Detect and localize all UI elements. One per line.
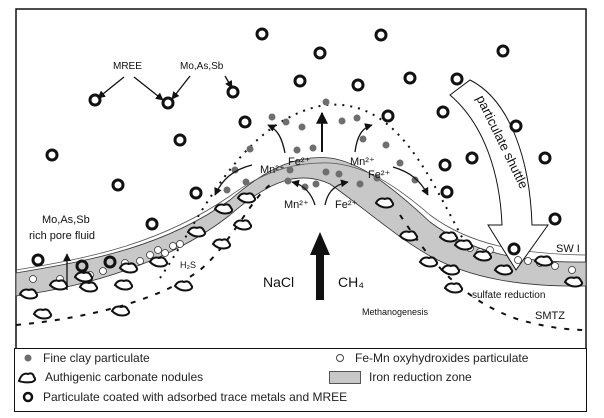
label-fe2-bottom: Fe²⁺ [335, 199, 358, 211]
iron-reduction-zone [15, 157, 587, 297]
legend-item-nodule: Authigenic carbonate nodules [17, 370, 203, 384]
label-mree: MREE [113, 61, 142, 72]
label-sulfate-reduction: sulfate reduction [472, 290, 545, 301]
nodule-icon [17, 372, 37, 384]
label-mn2-bottom: Mn²⁺ [284, 199, 309, 211]
label-swi: SW I [556, 243, 580, 255]
legend: Fine clay particulate Fe-Mn oxyhydroxide… [14, 348, 587, 412]
legend-item-clay: Fine clay particulate [21, 351, 150, 365]
legend-label: Authigenic carbonate nodules [45, 370, 204, 384]
fluid-flux-arrow [310, 232, 330, 300]
smtz-line [15, 184, 587, 331]
label-rich-pore-fluid: rich pore fluid [29, 230, 95, 242]
legend-label: Particulate coated with adsorbed trace m… [43, 390, 348, 404]
particulate-shuttle-arrow[interactable] [449, 79, 549, 271]
open-dot-icon [336, 354, 344, 362]
filled-dot-icon [24, 354, 32, 362]
label-mo-as-sb-top: Mo,As,Sb [180, 61, 224, 72]
trace-metal-particulates [31, 27, 562, 273]
diagram-border [15, 8, 587, 348]
label-methanogenesis: Methanogenesis [362, 307, 429, 317]
label-nacl: NaCl [263, 274, 294, 290]
flux-arrows [63, 75, 429, 290]
label-fe2-left: Fe²⁺ [288, 156, 311, 168]
label-h2s: H₂S [180, 260, 196, 270]
label-smtz: SMTZ [535, 310, 565, 322]
legend-item-oxyhydroxide: Fe-Mn oxyhydroxides particulate [333, 351, 528, 365]
carbonate-nodules [18, 192, 584, 320]
label-ch4: CH₄ [338, 274, 364, 290]
legend-label: Fe-Mn oxyhydroxides particulate [355, 351, 529, 365]
gray-box-icon [329, 370, 361, 384]
legend-item-iron-zone: Iron reduction zone [329, 370, 472, 384]
swi-line [15, 162, 587, 271]
bold-ring-icon [22, 391, 34, 403]
label-fe2-right: Fe²⁺ [368, 169, 391, 181]
label-mn2-left: Mn²⁺ [260, 164, 285, 176]
legend-label: Iron reduction zone [369, 370, 472, 384]
label-mo-as-sb-fluid: Mo,As,Sb [42, 214, 90, 226]
clay-particulates [223, 98, 419, 194]
legend-item-coated: Particulate coated with adsorbed trace m… [21, 390, 347, 404]
legend-label: Fine clay particulate [43, 351, 150, 365]
label-mn2-right: Mn²⁺ [350, 156, 375, 168]
